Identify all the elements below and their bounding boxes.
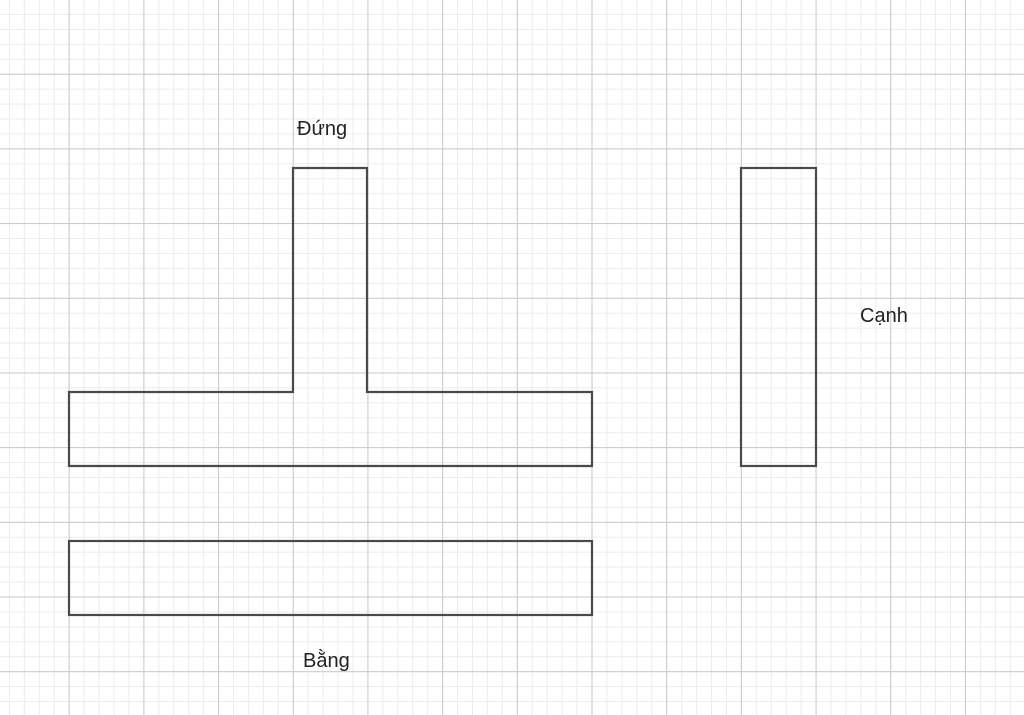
side-view-label: Cạnh (860, 305, 908, 327)
front-view-t-shape (67, 166, 594, 468)
plan-view-label: Bằng (303, 650, 350, 672)
side-view-rectangle (739, 166, 818, 468)
front-view-label: Đứng (297, 118, 348, 140)
plan-view-rectangle (67, 539, 594, 617)
